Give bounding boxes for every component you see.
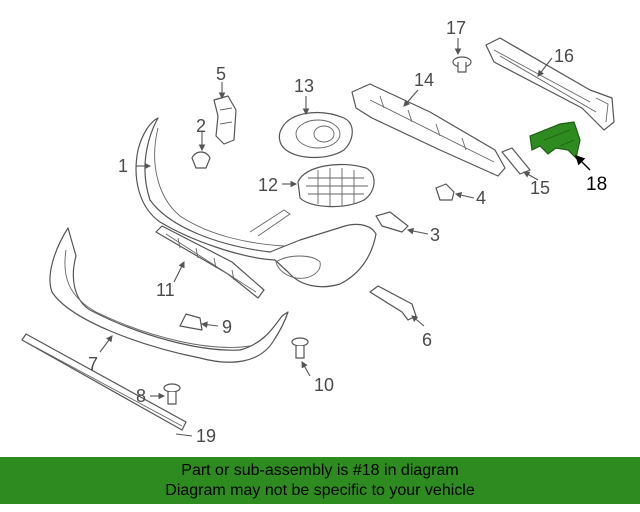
- part-14-absorber: [351, 83, 506, 177]
- callout-11: 11: [156, 280, 175, 300]
- callout-12: 12: [258, 175, 278, 195]
- banner-line-2: Diagram may not be specific to your vehi…: [165, 482, 475, 499]
- callout-6: 6: [422, 330, 432, 350]
- callout-7: 7: [88, 354, 98, 374]
- callout-16: 16: [554, 46, 574, 66]
- part-11-grille-strip: [155, 225, 265, 299]
- part-18-bracket-highlighted: [529, 121, 581, 160]
- callout-labels: 1 2 3 4 5 6 7 8 9 10 11 12 13 14 15 16 1…: [88, 18, 607, 446]
- callout-8: 8: [136, 386, 146, 406]
- part-19-strip: [21, 333, 187, 431]
- parts-diagram: 1 2 3 4 5 6 7 8 9 10 11 12 13 14 15 16 1…: [21, 18, 615, 446]
- part-6-bracket: [369, 285, 417, 321]
- callout-19: 19: [196, 426, 216, 446]
- callout-4: 4: [476, 188, 486, 208]
- callout-5: 5: [216, 64, 226, 84]
- part-9-clip: [179, 313, 203, 331]
- part-2-clip: [191, 151, 211, 169]
- banner-line-1: Part or sub-assembly is #18 in diagram: [181, 462, 459, 479]
- callout-10: 10: [314, 375, 334, 395]
- part-1-bumper-cover: [135, 117, 377, 288]
- part-15-pad: [501, 147, 531, 175]
- callout-3: 3: [430, 225, 440, 245]
- part-10-bolt: [291, 337, 309, 359]
- callout-18: 18: [586, 174, 607, 195]
- callout-13: 13: [294, 76, 314, 96]
- part-17-bolt: [452, 56, 472, 73]
- callout-17: 17: [446, 18, 466, 38]
- part-3-bracket: [375, 211, 409, 233]
- callout-14: 14: [414, 70, 434, 90]
- part-5-bracket: [213, 95, 237, 145]
- part-12-grille: [297, 163, 375, 208]
- part-7-valance: [49, 227, 289, 363]
- part-16-beam: [485, 37, 615, 131]
- part-4-clip: [435, 183, 455, 201]
- callout-1: 1: [118, 156, 128, 176]
- part-13-fog-bezel: [278, 111, 353, 159]
- part-8-bolt: [163, 383, 181, 405]
- info-banner: Part or sub-assembly is #18 in diagram D…: [0, 457, 640, 504]
- leader-lines: [99, 38, 591, 437]
- callout-2: 2: [196, 116, 206, 136]
- callout-15: 15: [530, 178, 550, 198]
- callout-9: 9: [222, 317, 232, 337]
